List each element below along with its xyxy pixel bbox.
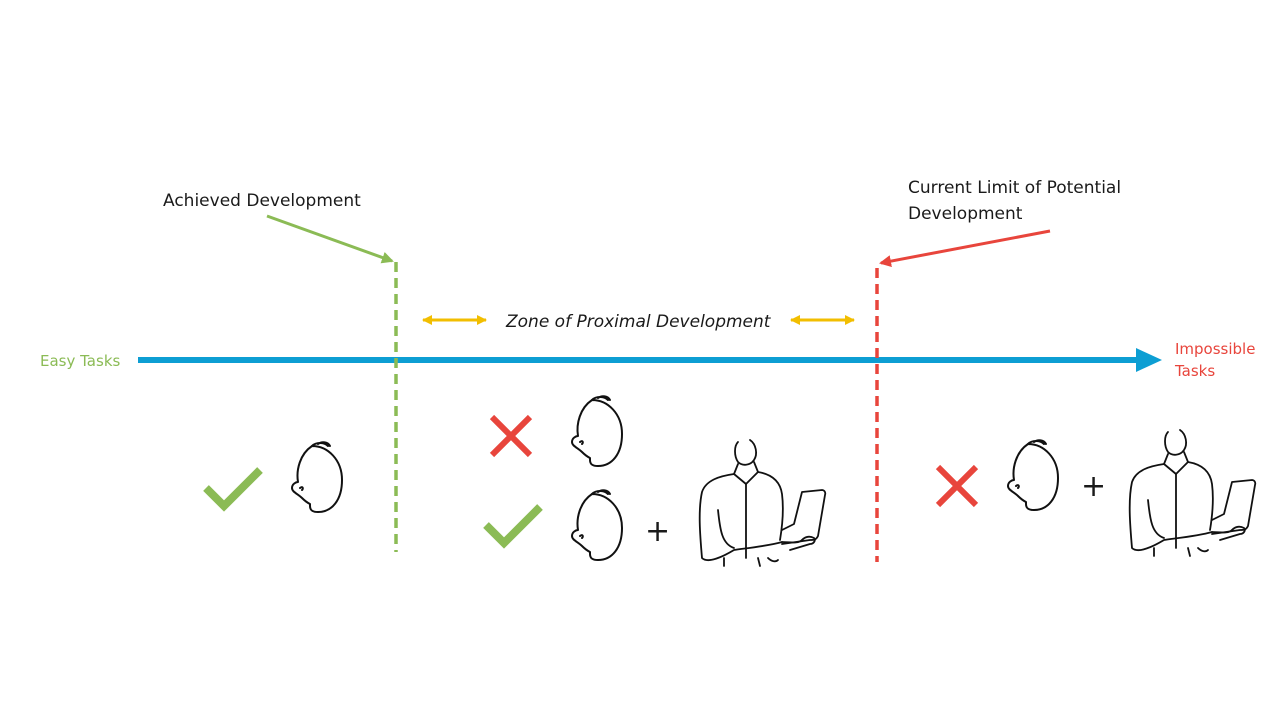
potential-limit-label-line1: Current Limit of Potential [908,178,1121,198]
child-head-icon [291,441,343,513]
impossible-tasks-label-line2: Tasks [1174,362,1215,380]
potential-limit-pointer [879,229,1051,268]
easy-tasks-label: Easy Tasks [40,352,121,370]
potential-limit-label-line2: Development [908,204,1023,224]
check-icon [486,507,540,543]
child-head-icon [571,489,623,561]
adult-with-laptop-icon [698,439,827,567]
achieved-development-label: Achieved Development [163,191,361,211]
plus-symbol: + [645,514,670,549]
impossible-tasks-label-line1: Impossible [1175,340,1255,358]
difficulty-axis-arrowhead [1136,348,1162,372]
cross-icon [938,467,976,505]
cross-icon [492,417,530,455]
plus-symbol: + [1081,469,1106,504]
zone-label: Zone of Proximal Development [505,312,772,332]
check-icon [206,470,260,506]
child-head-icon [1007,439,1059,511]
adult-with-laptop-icon [1128,429,1257,557]
child-head-icon [571,395,623,467]
achieved-development-pointer [266,214,394,264]
